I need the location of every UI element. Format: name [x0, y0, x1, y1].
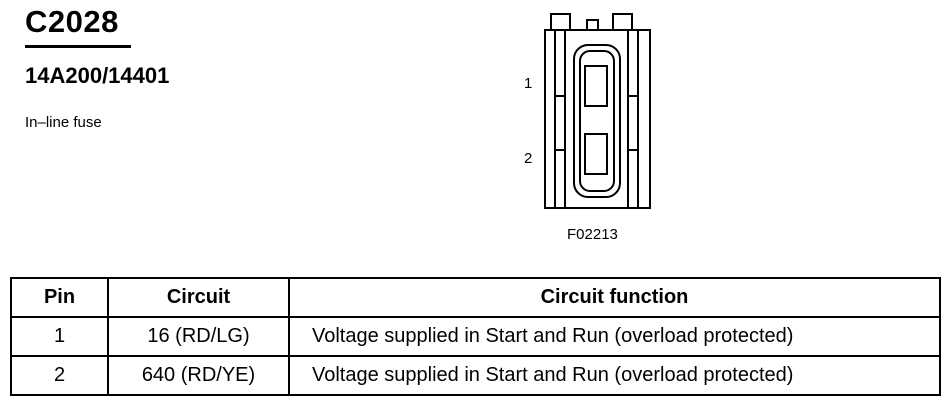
left-latch-tab [550, 13, 571, 30]
connector-housing [544, 29, 651, 209]
connector-id-title: C2028 [25, 4, 119, 39]
fuse-cavity-outer [573, 44, 621, 198]
pin-circuit-table: Pin Circuit Circuit function 1 16 (RD/LG… [10, 277, 941, 396]
title-underline [25, 45, 131, 48]
terminal-pin-2 [584, 133, 608, 175]
table-row: 2 640 (RD/YE) Voltage supplied in Start … [10, 355, 941, 396]
table-row: 1 16 (RD/LG) Voltage supplied in Start a… [10, 316, 941, 357]
part-number: 14A200/14401 [25, 63, 170, 88]
center-latch-tab [586, 19, 599, 30]
cell-circuit: 16 (RD/LG) [107, 316, 290, 357]
right-latch-tab [612, 13, 633, 30]
connector-description: In–line fuse [25, 114, 102, 131]
connector-face-diagram: 1 2 F02213 [524, 13, 651, 243]
fuse-cavity-inner [579, 50, 615, 192]
header-circuit-function: Circuit function [288, 277, 941, 318]
pin-label-1: 1 [524, 75, 532, 92]
terminal-pin-1 [584, 65, 608, 107]
cell-pin: 1 [10, 316, 109, 357]
cell-circuit-function: Voltage supplied in Start and Run (overl… [288, 355, 941, 396]
figure-id-label: F02213 [567, 226, 618, 243]
pin-label-2: 2 [524, 150, 532, 167]
cell-circuit-function: Voltage supplied in Start and Run (overl… [288, 316, 941, 357]
header-circuit: Circuit [107, 277, 290, 318]
header-pin: Pin [10, 277, 109, 318]
cell-pin: 2 [10, 355, 109, 396]
cell-circuit: 640 (RD/YE) [107, 355, 290, 396]
table-header-row: Pin Circuit Circuit function [10, 277, 941, 318]
